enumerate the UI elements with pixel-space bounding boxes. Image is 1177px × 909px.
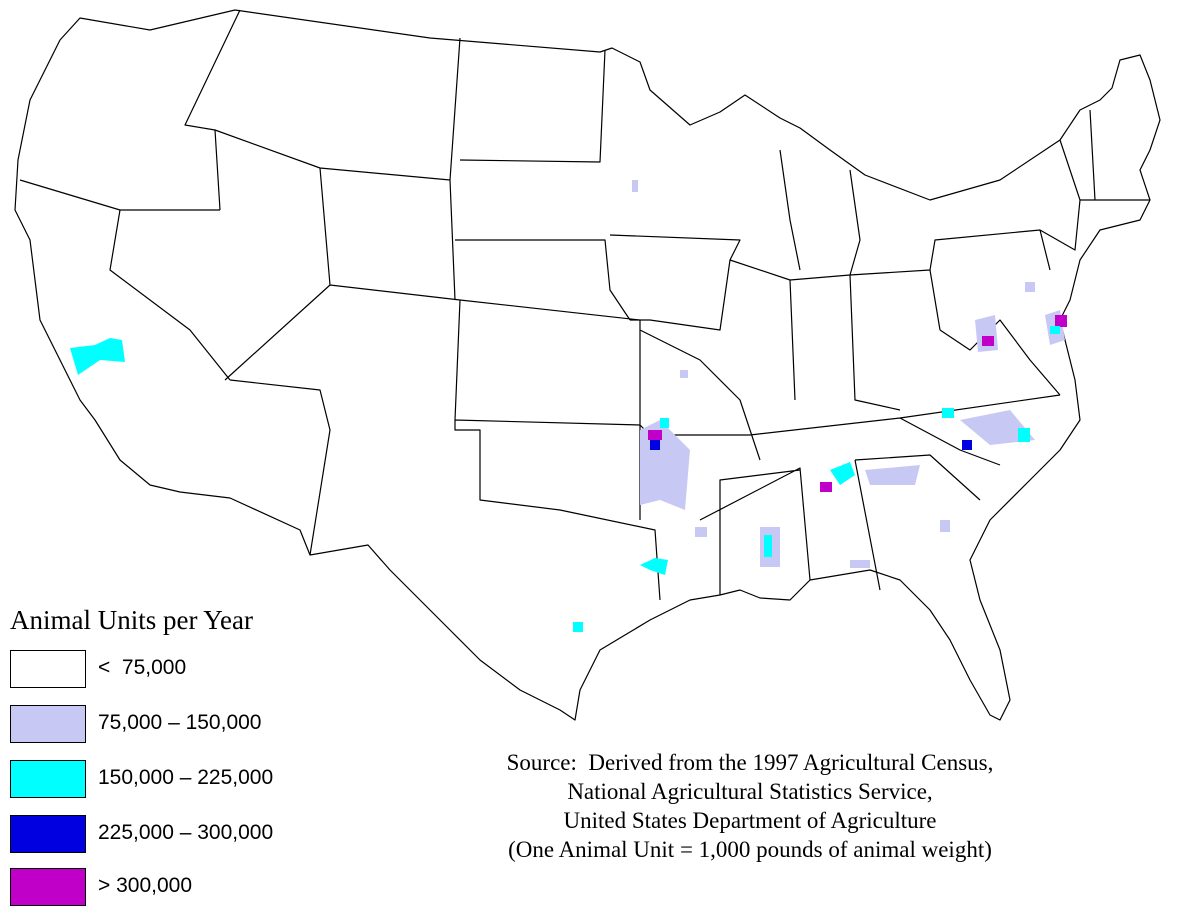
legend-swatch bbox=[10, 868, 86, 906]
county-mo bbox=[680, 370, 688, 378]
us-outline bbox=[14, 9, 1161, 721]
county-ca bbox=[70, 338, 125, 375]
county-nc-cyan2 bbox=[1018, 428, 1030, 442]
legend-swatch bbox=[10, 650, 86, 688]
legend-swatch bbox=[10, 760, 86, 798]
source-line: United States Department of Agriculture bbox=[563, 808, 937, 833]
county-fills bbox=[70, 180, 1067, 632]
legend-swatch bbox=[10, 705, 86, 743]
county-al-purple bbox=[820, 482, 832, 492]
county-de-cyan bbox=[1050, 326, 1060, 334]
county-mn bbox=[632, 180, 638, 192]
county-pa bbox=[1025, 282, 1035, 292]
legend-item: > 300,000 bbox=[10, 868, 340, 906]
legend-item: < 75,000 bbox=[10, 650, 340, 688]
county-ar-blue bbox=[650, 440, 660, 450]
source-line: Source: Derived from the 1997 Agricultur… bbox=[506, 750, 994, 775]
legend-label: < 75,000 bbox=[98, 656, 187, 679]
county-ar-cyan bbox=[660, 418, 669, 428]
legend-label: 150,000 – 225,000 bbox=[98, 766, 274, 789]
county-de-purple bbox=[1055, 315, 1067, 327]
legend-label: 75,000 – 150,000 bbox=[98, 711, 262, 734]
county-ms-cyan bbox=[764, 535, 772, 557]
county-sc-blue bbox=[962, 440, 972, 450]
county-ga3 bbox=[940, 520, 950, 532]
county-ar-cluster bbox=[640, 420, 690, 510]
county-tx2 bbox=[573, 622, 583, 632]
county-ga2 bbox=[850, 560, 870, 568]
county-nc bbox=[960, 410, 1035, 445]
county-ar-purple bbox=[648, 430, 662, 440]
legend-item: 150,000 – 225,000 bbox=[10, 760, 340, 798]
legend-item: 75,000 – 150,000 bbox=[10, 705, 340, 743]
county-al-cyan bbox=[830, 462, 855, 485]
county-ga bbox=[865, 465, 920, 485]
county-tx-cyan bbox=[640, 558, 668, 575]
source-note: Source: Derived from the 1997 Agricultur… bbox=[400, 748, 1100, 864]
county-nc-cyan bbox=[942, 408, 954, 418]
county-va bbox=[975, 315, 998, 352]
source-line: National Agricultural Statistics Service… bbox=[567, 779, 933, 804]
legend-label: > 300,000 bbox=[98, 874, 193, 897]
legend-label: 225,000 – 300,000 bbox=[98, 821, 274, 844]
legend-item: 225,000 – 300,000 bbox=[10, 815, 340, 853]
legend-title: Animal Units per Year bbox=[10, 605, 253, 635]
legend-swatch bbox=[10, 815, 86, 853]
state-boundaries bbox=[19, 9, 1150, 601]
county-la bbox=[695, 527, 707, 537]
county-va-purple bbox=[982, 336, 994, 346]
source-line: (One Animal Unit = 1,000 pounds of anima… bbox=[508, 837, 992, 862]
